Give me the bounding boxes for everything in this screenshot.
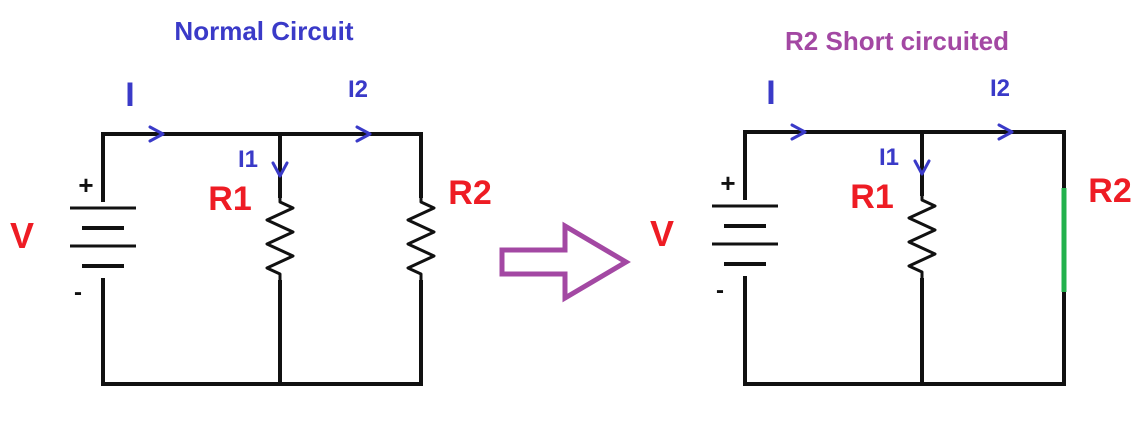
current-arrow-icon: [148, 125, 165, 143]
battery: [712, 204, 778, 266]
top-wire: [743, 130, 1066, 200]
transition-arrow-icon: [499, 221, 631, 303]
current-i1-label: I1: [879, 144, 899, 171]
current-arrow-icon: [997, 123, 1014, 141]
battery-plus-sign: +: [78, 170, 93, 200]
current-arrow-icon: [271, 161, 289, 178]
current-total-label: I: [125, 76, 134, 114]
resistor-r1-label: R1: [208, 180, 251, 218]
voltage-label: V: [10, 215, 34, 256]
short-circuit: R2 Short circuited + - V R1 R2 I I2 I1: [650, 26, 1132, 386]
battery: [70, 206, 136, 268]
normal-circuit-title: Normal Circuit: [174, 16, 353, 46]
resistor-r1-symbol: [907, 194, 937, 280]
resistor-r2-symbol: [406, 196, 436, 282]
resistor-r1-symbol: [265, 196, 295, 282]
current-arrow-icon: [913, 159, 931, 176]
battery-minus-sign: -: [716, 277, 724, 304]
resistor-r2-label: R2: [448, 174, 491, 212]
current-arrow-icon: [355, 125, 372, 143]
current-i2-label: I2: [348, 76, 368, 103]
top-wire: [101, 132, 423, 202]
current-total-label: I: [766, 74, 775, 112]
battery-minus-sign: -: [74, 279, 82, 306]
resistor-r1-label: R1: [850, 178, 893, 216]
current-i1-label: I1: [238, 146, 258, 173]
bottom-wire: [101, 278, 423, 386]
current-arrow-icon: [790, 123, 807, 141]
battery-plus-sign: +: [720, 168, 735, 198]
short-circuit-title: R2 Short circuited: [785, 26, 1009, 56]
current-i2-label: I2: [990, 75, 1010, 102]
voltage-label: V: [650, 213, 674, 254]
bottom-wire: [743, 276, 1066, 386]
resistor-r2-label: R2: [1088, 172, 1131, 210]
normal-circuit: Normal Circuit + - V R1 R2 I I2 I1: [10, 16, 492, 386]
